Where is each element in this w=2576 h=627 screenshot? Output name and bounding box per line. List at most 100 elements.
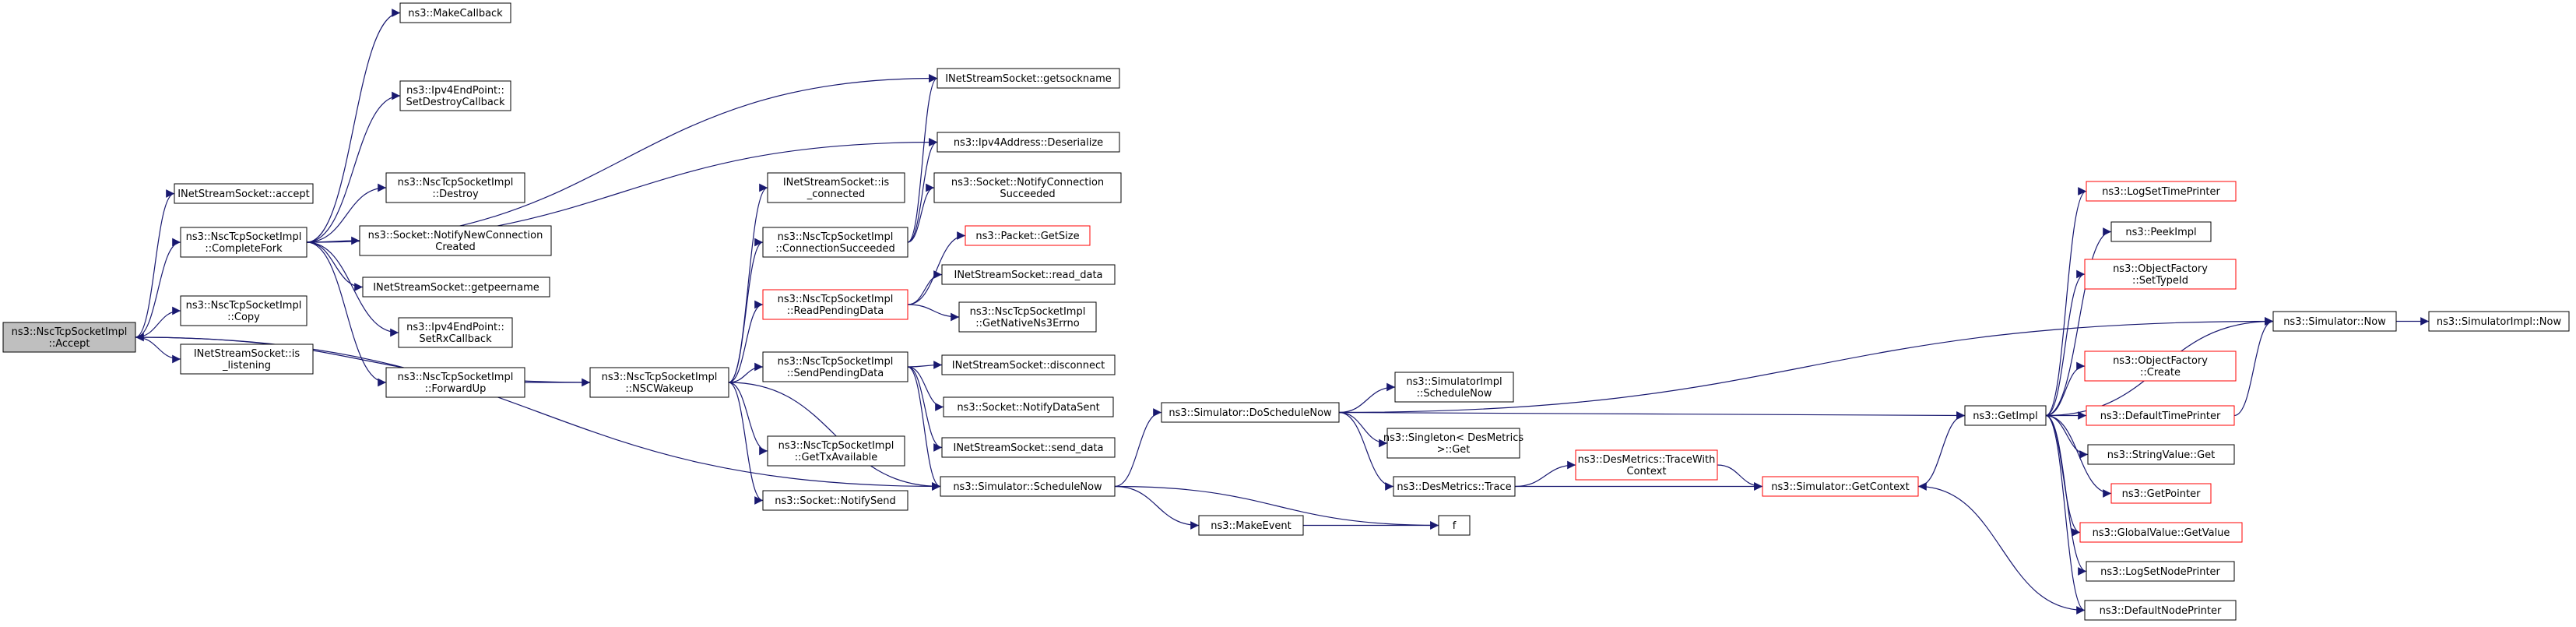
edge-complete_fork-to-notify_new_conn: [306, 236, 360, 245]
node-box: [1575, 449, 1718, 481]
node-make-event[interactable]: ns3::MakeEvent: [1198, 515, 1304, 536]
node-box: [941, 264, 1116, 285]
node-do-schedule-now[interactable]: ns3::Simulator::DoScheduleNow: [1161, 402, 1340, 423]
node-label: ns3::Simulator::DoScheduleNow: [1169, 407, 1332, 419]
node-log-set-time-printer[interactable]: ns3::LogSetTimePrinter: [2086, 181, 2237, 202]
node-box: [399, 2, 511, 23]
node-send-pending[interactable]: ns3::NscTcpSocketImpl::SendPendingData: [762, 351, 908, 382]
node-label: ns3::NscTcpSocketImpl: [12, 326, 128, 338]
node-disconnect[interactable]: INetStreamSocket::disconnect: [941, 354, 1116, 375]
edge-conn_succeeded-to-notify_conn_succ: [907, 183, 935, 243]
node-get-context[interactable]: ns3::Simulator::GetContext: [1762, 476, 1919, 497]
node-read-pending[interactable]: ns3::NscTcpSocketImpl::ReadPendingData: [762, 289, 908, 320]
node-is-listening[interactable]: INetStreamSocket::is_listening: [180, 343, 314, 375]
node-schedule-now[interactable]: ns3::Simulator::ScheduleNow: [940, 476, 1116, 497]
node-label: ns3::NscTcpSocketImpl: [778, 440, 894, 452]
node-copy[interactable]: ns3::NscTcpSocketImpl::Copy: [180, 295, 308, 326]
node-label: ns3::SimulatorImpl::Now: [2437, 316, 2562, 328]
node-box: [174, 183, 314, 204]
edge-send_pending-to-notify_data_sent: [907, 366, 944, 411]
node-label: ns3::NscTcpSocketImpl: [778, 231, 894, 243]
node-destroy[interactable]: ns3::NscTcpSocketImpl::Destroy: [385, 172, 525, 203]
node-label: ns3::LogSetTimePrinter: [2102, 186, 2220, 198]
node-label: ::ScheduleNow: [1417, 388, 1492, 400]
node-packet-getsize[interactable]: ns3::Packet::GetSize: [965, 225, 1091, 246]
node-label: INetStreamSocket::is: [783, 177, 890, 188]
node-get-native-errno[interactable]: ns3::NscTcpSocketImpl::GetNativeNs3Errno: [958, 301, 1097, 333]
edge-do_schedule_now-to-get_impl: [1338, 411, 1966, 420]
node-label: ns3::DesMetrics::TraceWith: [1578, 454, 1716, 466]
node-peek-impl[interactable]: ns3::PeekImpl: [2110, 221, 2212, 242]
node-read-data[interactable]: INetStreamSocket::read_data: [941, 264, 1116, 285]
node-getpeername[interactable]: INetStreamSocket::getpeername: [362, 277, 550, 298]
node-label: ns3::Ipv4EndPoint::: [406, 85, 504, 97]
node-string-value-get[interactable]: ns3::StringValue::Get: [2087, 444, 2235, 465]
node-label: ns3::Packet::GetSize: [975, 231, 1079, 242]
node-label: ::ConnectionSucceeded: [775, 243, 895, 255]
node-simimpl-now[interactable]: ns3::SimulatorImpl::Now: [2428, 311, 2570, 332]
node-box: [943, 396, 1114, 417]
node-label: ns3::Socket::NotifySend: [775, 495, 896, 507]
node-simulator-now[interactable]: ns3::Simulator::Now: [2272, 311, 2397, 332]
node-send-data[interactable]: INetStreamSocket::send_data: [941, 437, 1116, 458]
node-of-set-typeid[interactable]: ns3::ObjectFactory::SetTypeId: [2084, 259, 2237, 290]
edge-read_pending-to-packet_getsize: [907, 231, 966, 305]
node-accept-root[interactable]: ns3::NscTcpSocketImpl::Accept: [2, 322, 136, 353]
node-getsockname[interactable]: INetStreamSocket::getsockname: [937, 68, 1120, 89]
node-singleton-get[interactable]: ns3::Singleton< DesMetrics>::Get: [1383, 428, 1524, 459]
edge-complete_fork-to-forward_up: [306, 241, 387, 387]
node-ipv4-deserialize[interactable]: ns3::Ipv4Address::Deserialize: [937, 132, 1120, 153]
node-label: ns3::Singleton< DesMetrics: [1383, 432, 1524, 444]
node-default-time-printer[interactable]: ns3::DefaultTimePrinter: [2086, 405, 2235, 426]
node-forward-up[interactable]: ns3::NscTcpSocketImpl::ForwardUp: [385, 367, 525, 398]
node-box: [762, 289, 908, 320]
node-log-set-node-printer[interactable]: ns3::LogSetNodePrinter: [2086, 561, 2235, 582]
node-is-connected[interactable]: INetStreamSocket::is_connected: [767, 172, 905, 203]
node-set-destroy-cb[interactable]: ns3::Ipv4EndPoint::SetDestroyCallback: [399, 80, 511, 111]
edge-get_impl-to-of_set_typeid: [2045, 269, 2086, 417]
node-complete-fork[interactable]: ns3::NscTcpSocketImpl::CompleteFork: [180, 227, 308, 258]
node-get-pointer[interactable]: ns3::GetPointer: [2110, 483, 2212, 504]
edge-read_pending-to-read_data: [907, 270, 943, 305]
node-set-rx-cb[interactable]: ns3::Ipv4EndPoint::SetRxCallback: [398, 317, 513, 348]
node-box: [1762, 476, 1919, 497]
node-box: [399, 80, 511, 111]
node-get-tx-avail[interactable]: ns3::NscTcpSocketImpl::GetTxAvailable: [767, 435, 905, 467]
edge-nsc_wakeup-to-conn_succeeded: [728, 238, 764, 383]
edge-accept_root-to-inet_accept: [135, 189, 175, 338]
node-of-create[interactable]: ns3::ObjectFactory::Create: [2084, 350, 2237, 382]
node-f[interactable]: f: [1438, 515, 1471, 536]
edge-conn_succeeded-to-ipv4_deserialize: [907, 138, 938, 243]
node-label: >::Get: [1437, 444, 1471, 456]
node-inet-accept[interactable]: INetStreamSocket::accept: [174, 183, 314, 204]
edge-send_pending-to-send_data: [907, 366, 943, 452]
node-notify-send[interactable]: ns3::Socket::NotifySend: [762, 490, 908, 511]
edge-get_impl-to-log_set_time_printer: [2045, 187, 2087, 417]
node-box: [933, 172, 1122, 203]
node-nsc-wakeup[interactable]: ns3::NscTcpSocketImpl::NSCWakeup: [589, 367, 729, 398]
node-box: [767, 172, 905, 203]
node-conn-succeeded[interactable]: ns3::NscTcpSocketImpl::ConnectionSucceed…: [762, 227, 908, 258]
node-global-value-get[interactable]: ns3::GlobalValue::GetValue: [2079, 522, 2243, 543]
node-label: ns3::MakeCallback: [408, 8, 503, 19]
node-make-callback[interactable]: ns3::MakeCallback: [399, 2, 511, 23]
node-box: [180, 343, 314, 375]
node-label: ns3::Ipv4EndPoint::: [406, 322, 504, 333]
edge-get_context-to-get_impl: [1917, 411, 1966, 488]
edges-layer: [135, 9, 2429, 615]
node-label: ns3::Ipv4Address::Deserialize: [954, 137, 1103, 149]
node-box: [180, 295, 308, 326]
node-default-node-printer[interactable]: ns3::DefaultNodePrinter: [2084, 600, 2237, 621]
node-notify-data-sent[interactable]: ns3::Socket::NotifyDataSent: [943, 396, 1114, 417]
node-get-impl[interactable]: ns3::GetImpl: [1964, 405, 2047, 426]
node-desmetrics-trace[interactable]: ns3::DesMetrics::Trace: [1393, 476, 1516, 497]
node-simimpl-schedule-now[interactable]: ns3::SimulatorImpl::ScheduleNow: [1394, 372, 1514, 403]
node-label: Created: [435, 241, 475, 253]
node-label: SetDestroyCallback: [406, 97, 505, 108]
node-box: [359, 225, 552, 256]
